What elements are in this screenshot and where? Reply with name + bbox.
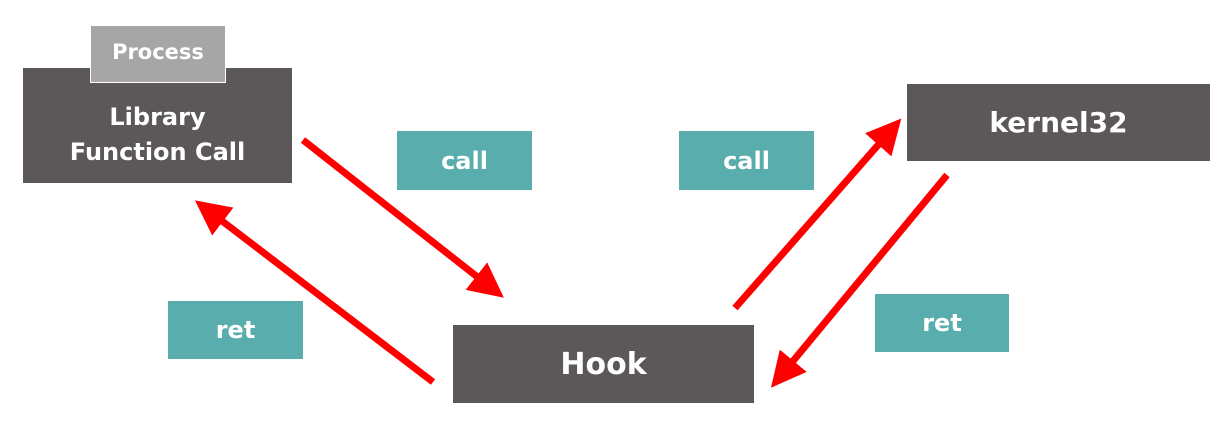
ret-label-right: ret xyxy=(875,294,1009,352)
ret-left-text: ret xyxy=(215,316,256,344)
call-label-right: call xyxy=(679,131,814,190)
ret-right-text: ret xyxy=(922,309,962,337)
call-right-text: call xyxy=(723,146,770,175)
call-left-text: call xyxy=(441,146,488,175)
arrow-hook-to-kernel xyxy=(732,118,902,311)
kernel32-label: kernel32 xyxy=(989,106,1128,139)
hook-label: Hook xyxy=(560,346,647,382)
arrow-hook-to-process xyxy=(194,200,436,385)
hook-box: Hook xyxy=(453,325,754,403)
arrow-process-to-hook xyxy=(300,137,504,298)
process-tab-label: Process xyxy=(112,40,204,64)
ret-label-left: ret xyxy=(168,301,303,359)
library-function-call-box: Library Function Call xyxy=(23,68,292,183)
library-function-call-label: Library Function Call xyxy=(69,102,246,166)
process-tab: Process xyxy=(90,25,226,83)
call-label-left: call xyxy=(397,131,532,190)
kernel32-box: kernel32 xyxy=(907,84,1210,161)
arrow-kernel-to-hook xyxy=(770,172,950,388)
